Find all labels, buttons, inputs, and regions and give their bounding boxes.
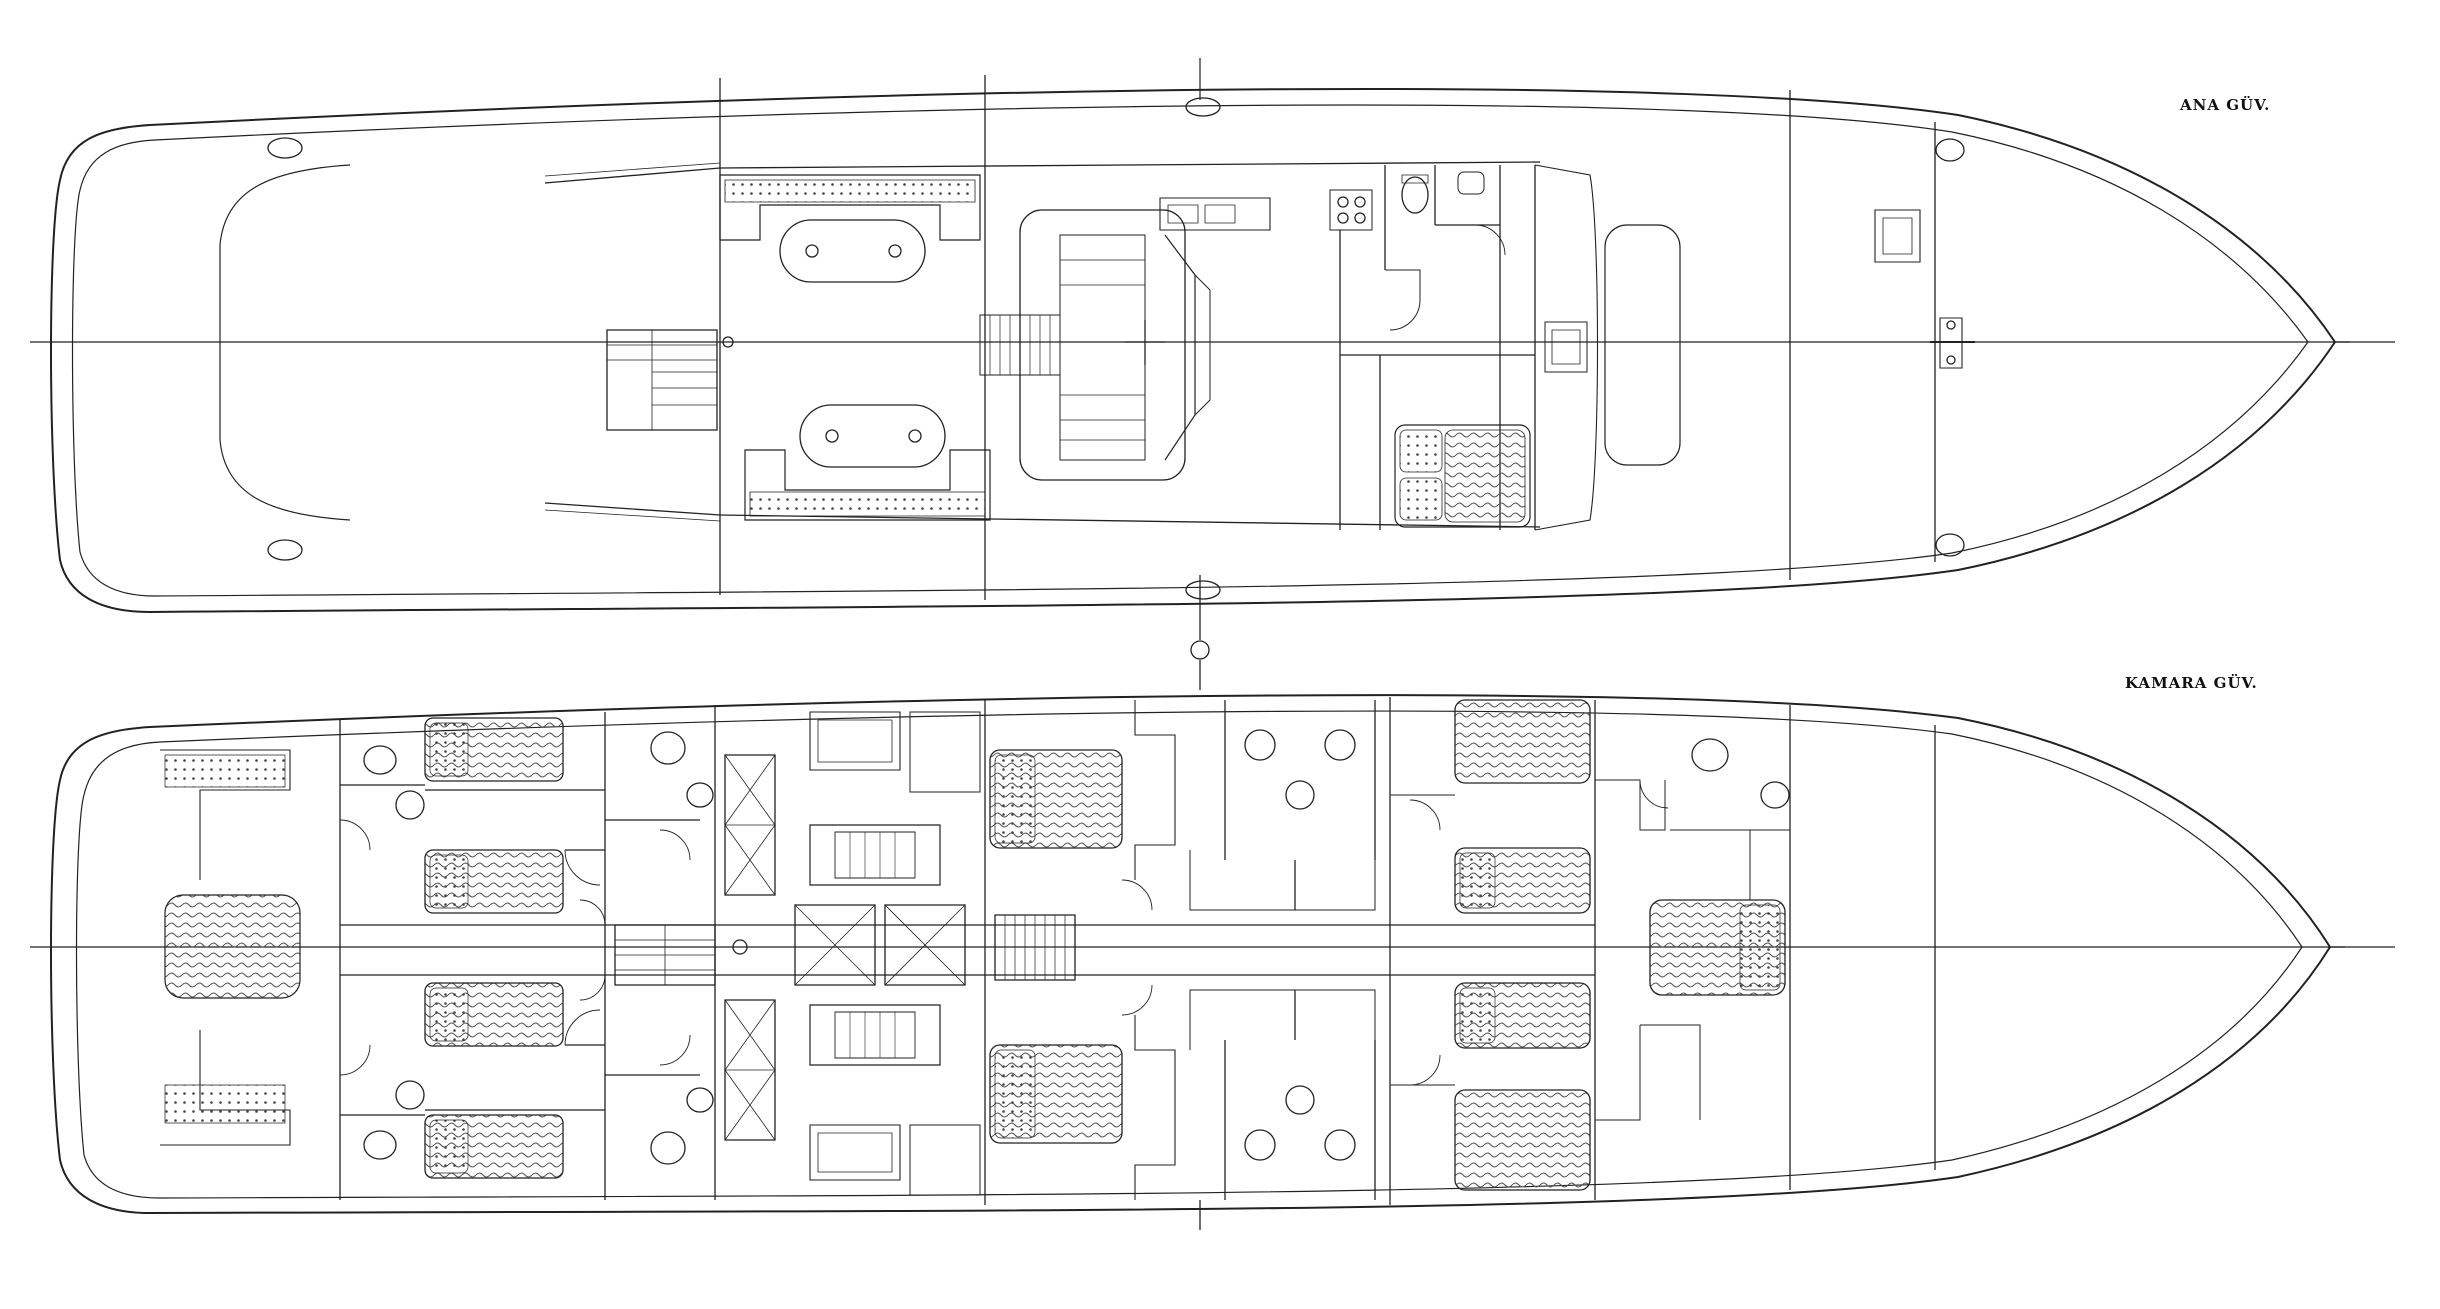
main-deck-label: ANA GÜV.: [2180, 96, 2271, 114]
cabin-deck-label: KAMARA GÜV.: [2125, 674, 2258, 692]
cabin-deck: [30, 660, 2395, 1230]
main-deck: [30, 58, 2395, 659]
